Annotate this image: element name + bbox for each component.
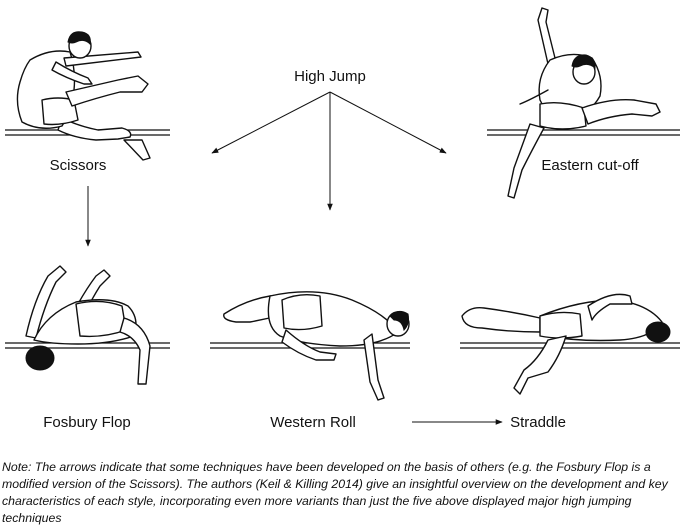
scissors-illustration [5,31,170,161]
fosbury-flop-label: Fosbury Flop [43,414,131,431]
straddle-illustration [460,293,680,395]
scissors-label: Scissors [50,157,107,174]
straddle-label: Straddle [510,414,566,431]
western-roll-label: Western Roll [270,414,356,431]
eastern-cutoff-label: Eastern cut-off [541,157,639,174]
fosbury-flop-illustration [5,265,170,385]
eastern-cutoff-illustration [487,7,680,199]
footnote-text: Note: The arrows indicate that some tech… [2,460,668,525]
arrow-to-scissors [211,91,331,154]
arrow-to-eastern-cutoff [329,91,447,154]
western-roll-illustration [210,291,410,401]
title-label: High Jump [294,68,366,85]
